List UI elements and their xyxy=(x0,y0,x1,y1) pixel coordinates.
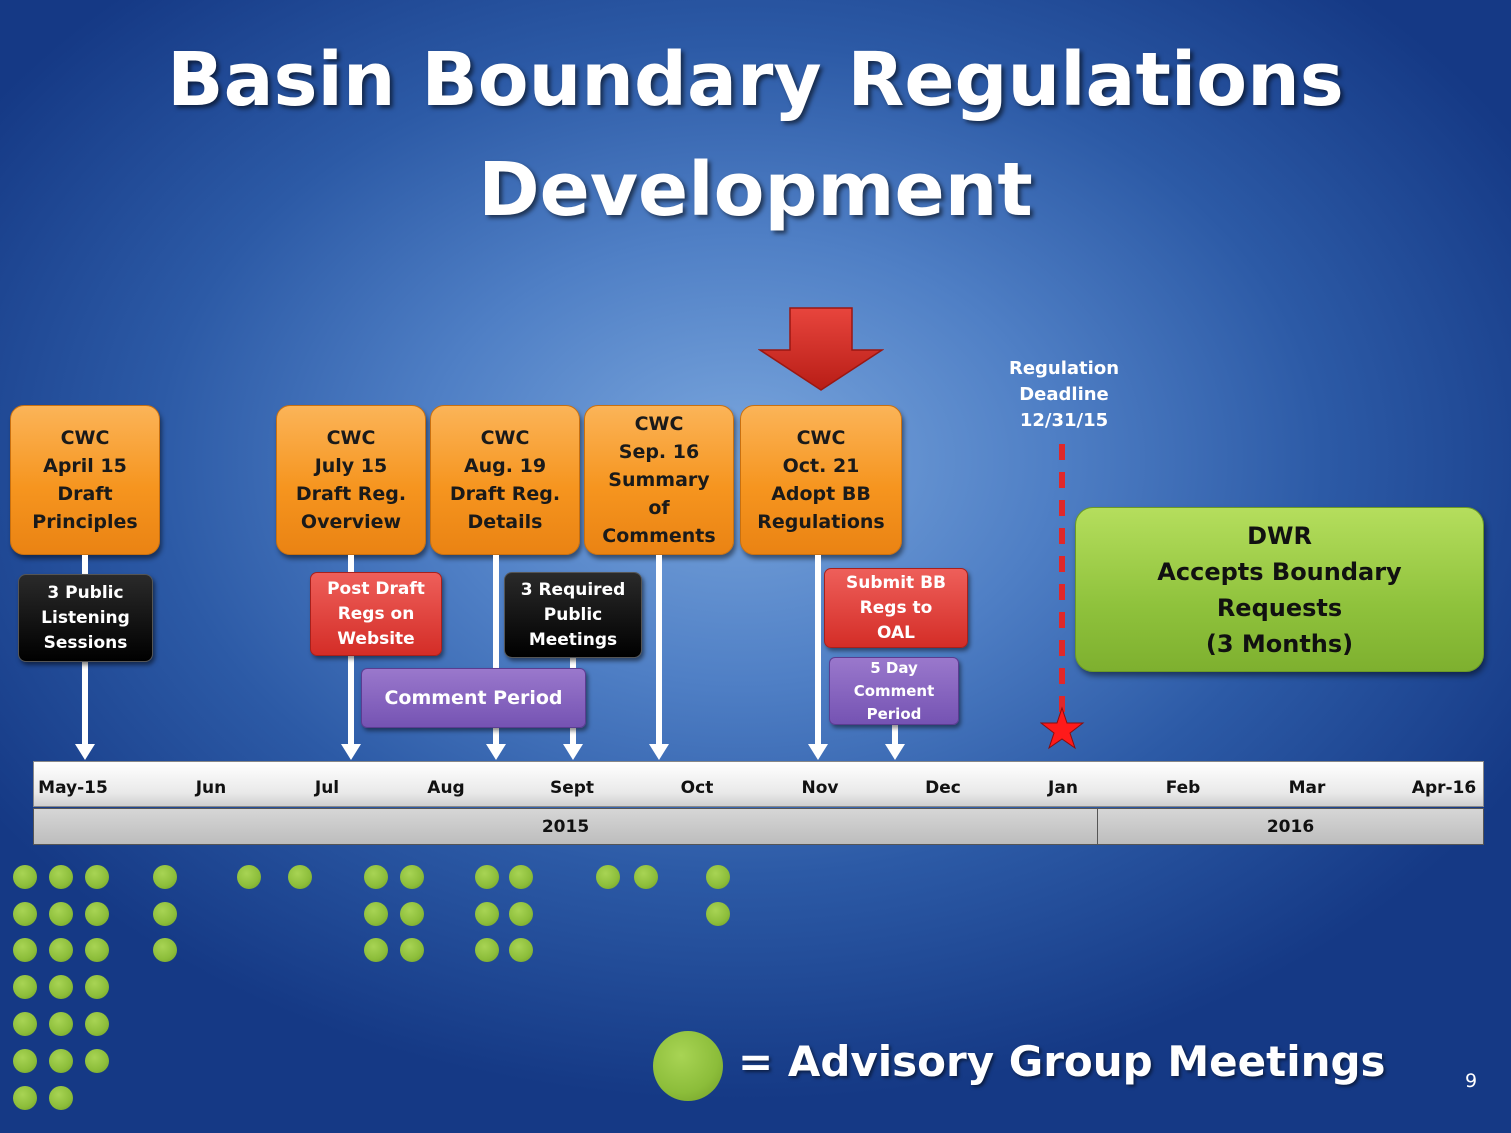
advisory-meeting-dot xyxy=(13,1012,37,1036)
arrow-head-icon xyxy=(885,744,905,760)
milestone-cwc-aug: CWC Aug. 19 Draft Reg. Details xyxy=(430,405,580,555)
event-required-meetings: 3 Required Public Meetings xyxy=(504,572,642,658)
advisory-meeting-dot xyxy=(364,865,388,889)
advisory-meeting-dot xyxy=(49,1086,73,1110)
advisory-meeting-dot xyxy=(13,1049,37,1073)
month-tick-label: May-15 xyxy=(38,778,108,798)
month-tick-label: Nov xyxy=(801,778,839,798)
connector-oct xyxy=(815,555,821,745)
timeline-axis xyxy=(33,761,1484,807)
page-title-line1: Basin Boundary Regulations xyxy=(167,37,1344,123)
month-tick-label: Jun xyxy=(195,778,227,798)
connector-sep xyxy=(656,555,662,745)
advisory-meeting-dot xyxy=(85,902,109,926)
advisory-meeting-dot xyxy=(237,865,261,889)
advisory-meeting-dot xyxy=(364,902,388,926)
advisory-meeting-dot xyxy=(49,865,73,889)
arrow-head-icon xyxy=(486,744,506,760)
advisory-meeting-dot xyxy=(13,1086,37,1110)
advisory-meeting-dot xyxy=(509,902,533,926)
year-2016: 2016 xyxy=(1097,808,1484,845)
arrow-head-icon xyxy=(649,744,669,760)
milestone-cwc-july: CWC July 15 Draft Reg. Overview xyxy=(276,405,426,555)
advisory-meeting-dot xyxy=(475,865,499,889)
month-tick-label: Sept xyxy=(549,778,595,798)
advisory-meeting-dot xyxy=(13,938,37,962)
advisory-meeting-dot xyxy=(509,865,533,889)
deadline-star-icon xyxy=(1040,706,1085,750)
advisory-meeting-dot xyxy=(634,865,658,889)
advisory-meeting-dot xyxy=(288,865,312,889)
advisory-meeting-dot xyxy=(364,938,388,962)
advisory-meeting-dot xyxy=(85,975,109,999)
connector-five-day xyxy=(892,720,898,745)
month-tick-label: Apr-16 xyxy=(1411,778,1477,798)
month-tick-label: Oct xyxy=(680,778,714,798)
month-tick-label: Jan xyxy=(1048,778,1078,798)
advisory-meeting-dot xyxy=(475,902,499,926)
milestone-cwc-april: CWC April 15 Draft Principles xyxy=(10,405,160,555)
advisory-meeting-dot xyxy=(49,1049,73,1073)
deadline-label: Regulation Deadline 12/31/15 xyxy=(1008,358,1120,431)
advisory-meeting-dot xyxy=(475,938,499,962)
advisory-meeting-dot xyxy=(85,1049,109,1073)
page-number: 9 xyxy=(1465,1070,1478,1092)
advisory-meeting-dot xyxy=(85,865,109,889)
event-five-day-comment: 5 Day Comment Period xyxy=(829,657,959,725)
advisory-meeting-dot xyxy=(85,1012,109,1036)
advisory-meeting-dot xyxy=(153,902,177,926)
page-title-line2: Development xyxy=(478,147,1033,233)
deadline-line xyxy=(1040,444,1085,750)
advisory-meeting-dot xyxy=(49,938,73,962)
month-tick-label: Aug xyxy=(427,778,465,798)
advisory-meeting-dot xyxy=(509,938,533,962)
milestone-cwc-sep: CWC Sep. 16 Summary of Comments xyxy=(584,405,734,555)
advisory-meeting-dot xyxy=(13,865,37,889)
advisory-meeting-dot xyxy=(400,865,424,889)
advisory-meeting-dot xyxy=(400,902,424,926)
advisory-meeting-dot xyxy=(153,938,177,962)
advisory-meeting-dot xyxy=(85,938,109,962)
arrow-head-icon xyxy=(563,744,583,760)
dwr-accepts-requests: DWR Accepts Boundary Requests (3 Months) xyxy=(1075,507,1484,672)
month-tick-label: Mar xyxy=(1288,778,1326,798)
advisory-meeting-dot xyxy=(706,865,730,889)
advisory-meeting-dot xyxy=(153,865,177,889)
advisory-meeting-dot xyxy=(706,902,730,926)
arrow-head-icon xyxy=(75,744,95,760)
arrow-head-icon xyxy=(341,744,361,760)
month-tick-label: Feb xyxy=(1165,778,1201,798)
event-comment-period: Comment Period xyxy=(361,668,586,728)
year-2015: 2015 xyxy=(33,808,1098,845)
month-tick-label: Dec xyxy=(925,778,961,798)
advisory-legend-text: = Advisory Group Meetings xyxy=(738,1037,1386,1086)
advisory-meeting-dot xyxy=(49,902,73,926)
connector-aug xyxy=(493,555,499,745)
advisory-meeting-dot xyxy=(49,1012,73,1036)
event-post-draft: Post Draft Regs on Website xyxy=(310,572,442,656)
advisory-meeting-dot xyxy=(13,975,37,999)
advisory-meeting-dot xyxy=(596,865,620,889)
event-listening-sessions: 3 Public Listening Sessions xyxy=(18,574,153,662)
arrow-head-icon xyxy=(808,744,828,760)
advisory-meeting-dot xyxy=(13,902,37,926)
event-submit-oal: Submit BB Regs to OAL xyxy=(824,568,968,648)
highlight-arrow-icon xyxy=(758,307,884,391)
month-tick-label: Jul xyxy=(314,778,340,798)
advisory-legend-dot-icon xyxy=(653,1031,723,1101)
advisory-meeting-dot xyxy=(400,938,424,962)
advisory-meeting-dot xyxy=(49,975,73,999)
milestone-cwc-oct: CWC Oct. 21 Adopt BB Regulations xyxy=(740,405,902,555)
